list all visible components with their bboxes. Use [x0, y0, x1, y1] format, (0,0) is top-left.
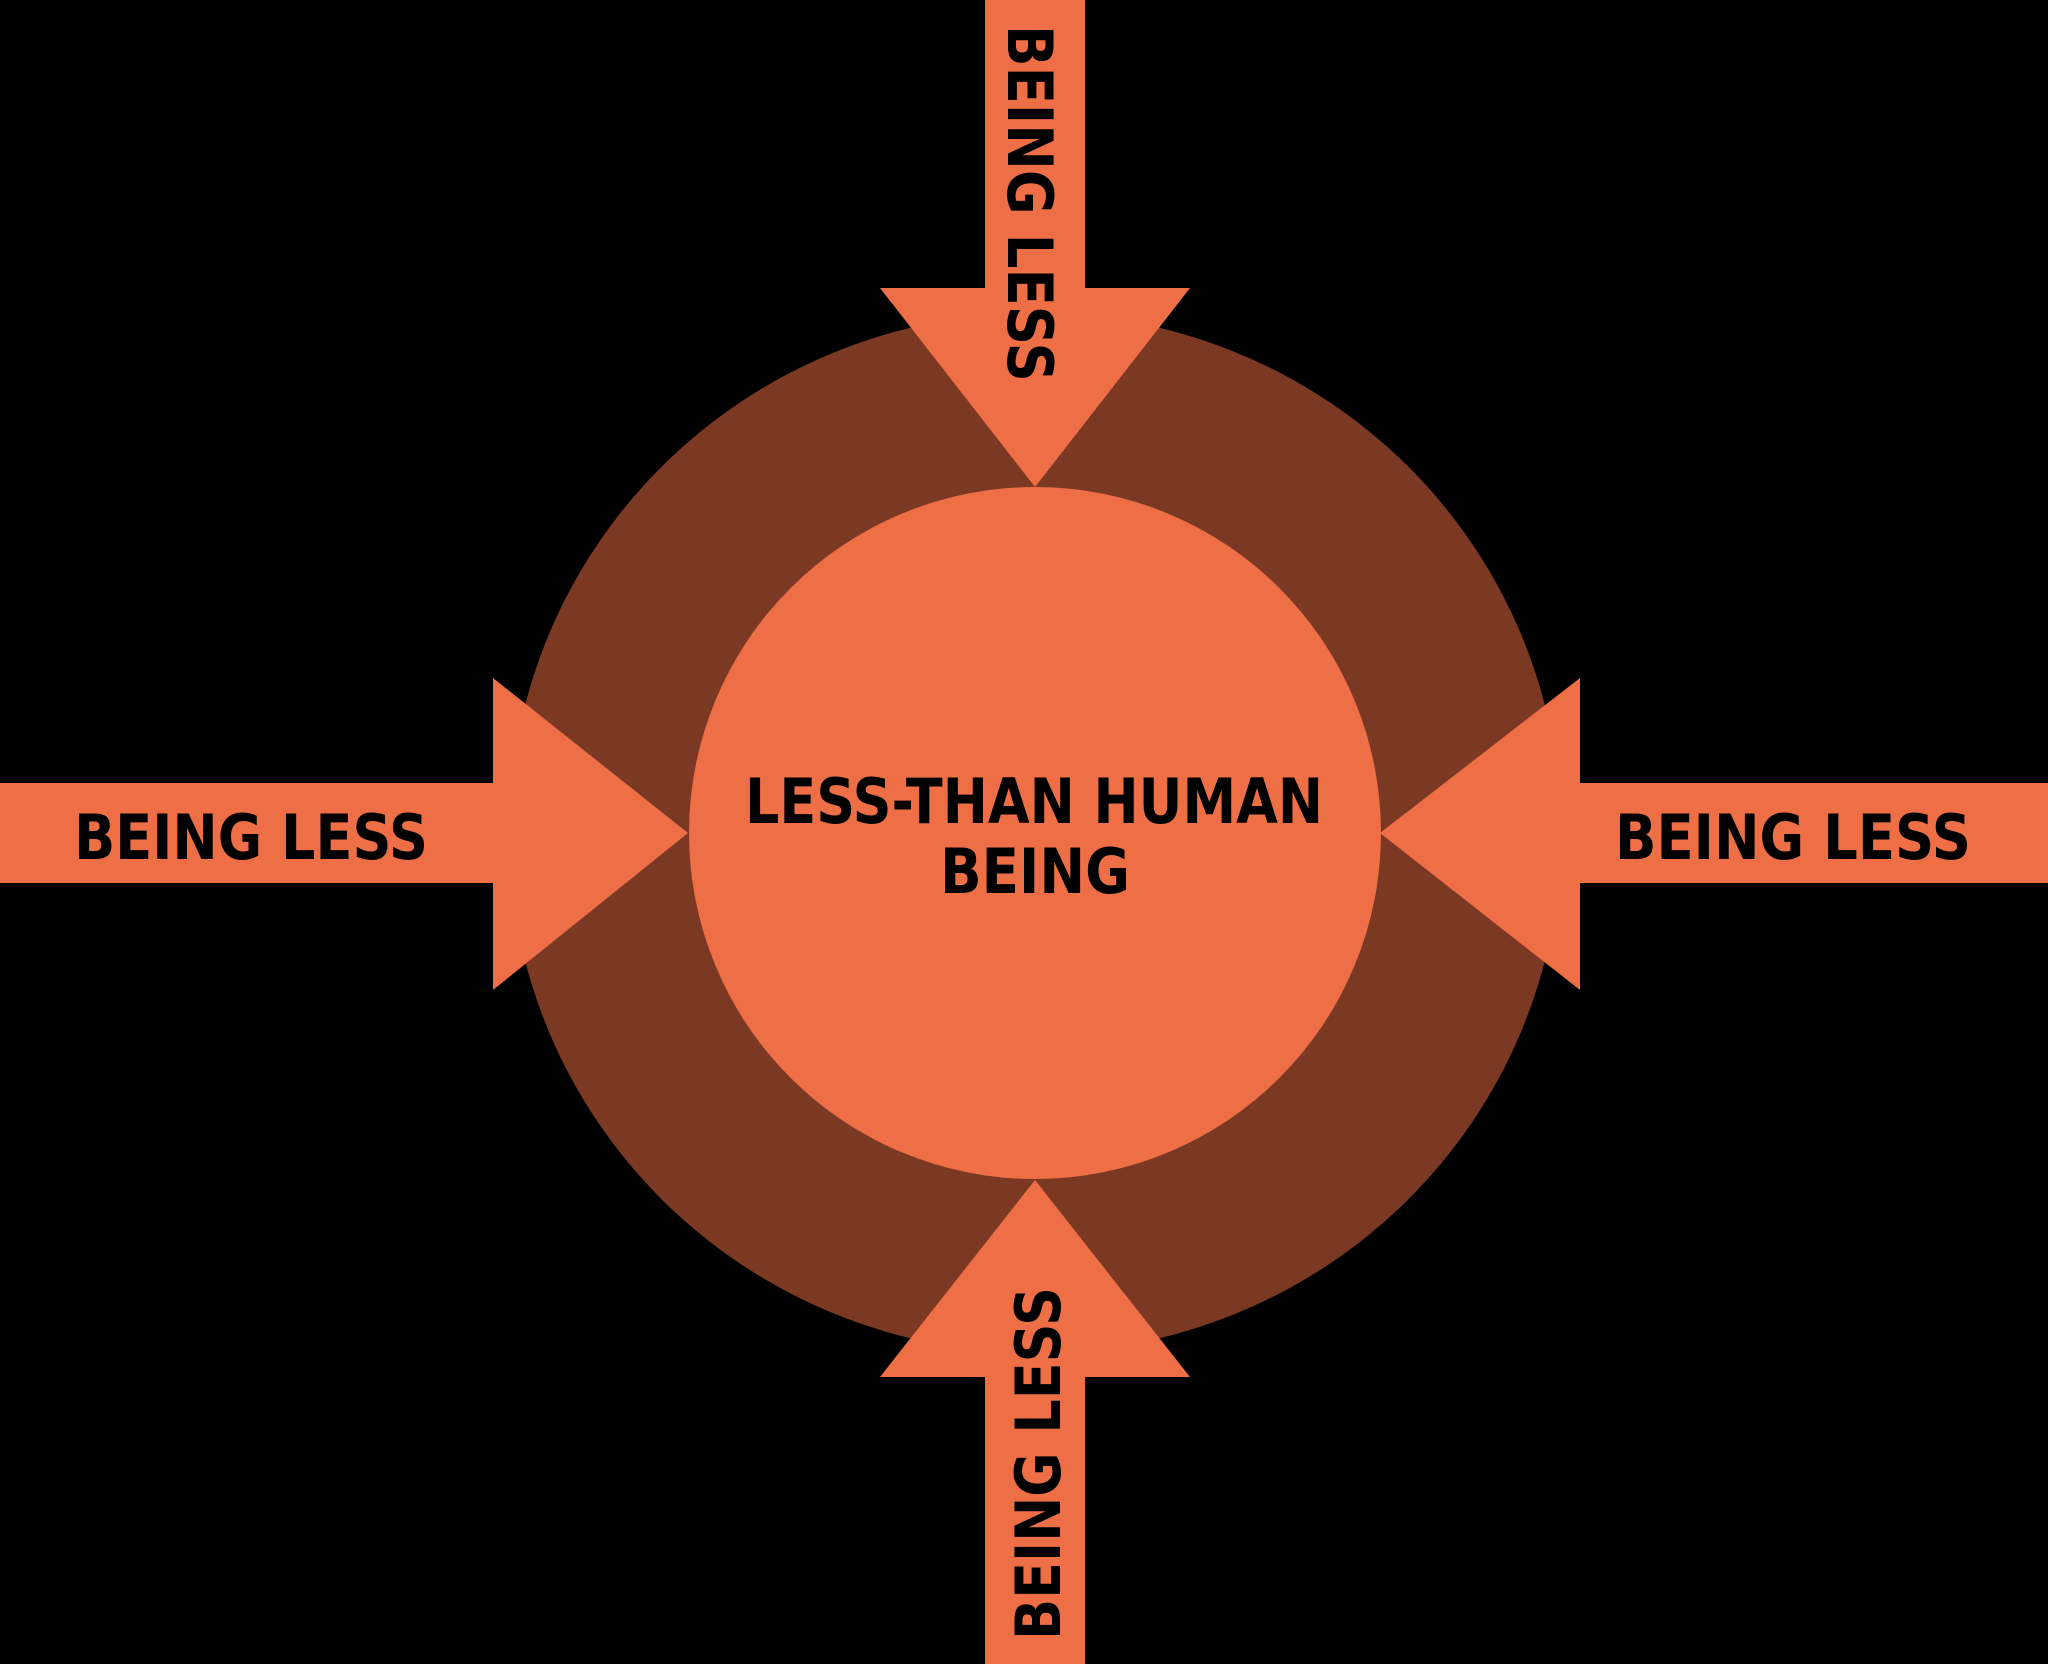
- bottom-arrow-label: BEING LESS: [1002, 1287, 1075, 1640]
- center-label-line2: BEING: [940, 835, 1130, 908]
- right-arrow-label: BEING LESS: [1615, 801, 1971, 874]
- top-arrow-shaft: [985, 0, 1085, 289]
- left-arrow: BEING LESS: [0, 678, 688, 990]
- right-arrow-shaft: [1579, 783, 2048, 883]
- left-arrow-label: BEING LESS: [74, 801, 428, 874]
- bottom-arrow-head: [880, 1180, 1190, 1377]
- left-arrow-head: [493, 678, 688, 990]
- top-arrow: BEING LESS: [880, 0, 1190, 487]
- right-arrow-head: [1380, 678, 1580, 990]
- right-arrow: BEING LESS: [1380, 678, 2048, 990]
- center-label: LESS-THAN HUMAN BEING: [745, 765, 1323, 908]
- top-arrow-label: BEING LESS: [993, 25, 1066, 382]
- inner-circle: [689, 487, 1381, 1179]
- top-arrow-head: [880, 288, 1190, 487]
- left-arrow-shaft: [0, 783, 494, 883]
- bottom-arrow-shaft: [985, 1376, 1085, 1664]
- center-label-line1: LESS-THAN HUMAN: [745, 765, 1323, 838]
- bottom-arrow: BEING LESS: [880, 1180, 1190, 1664]
